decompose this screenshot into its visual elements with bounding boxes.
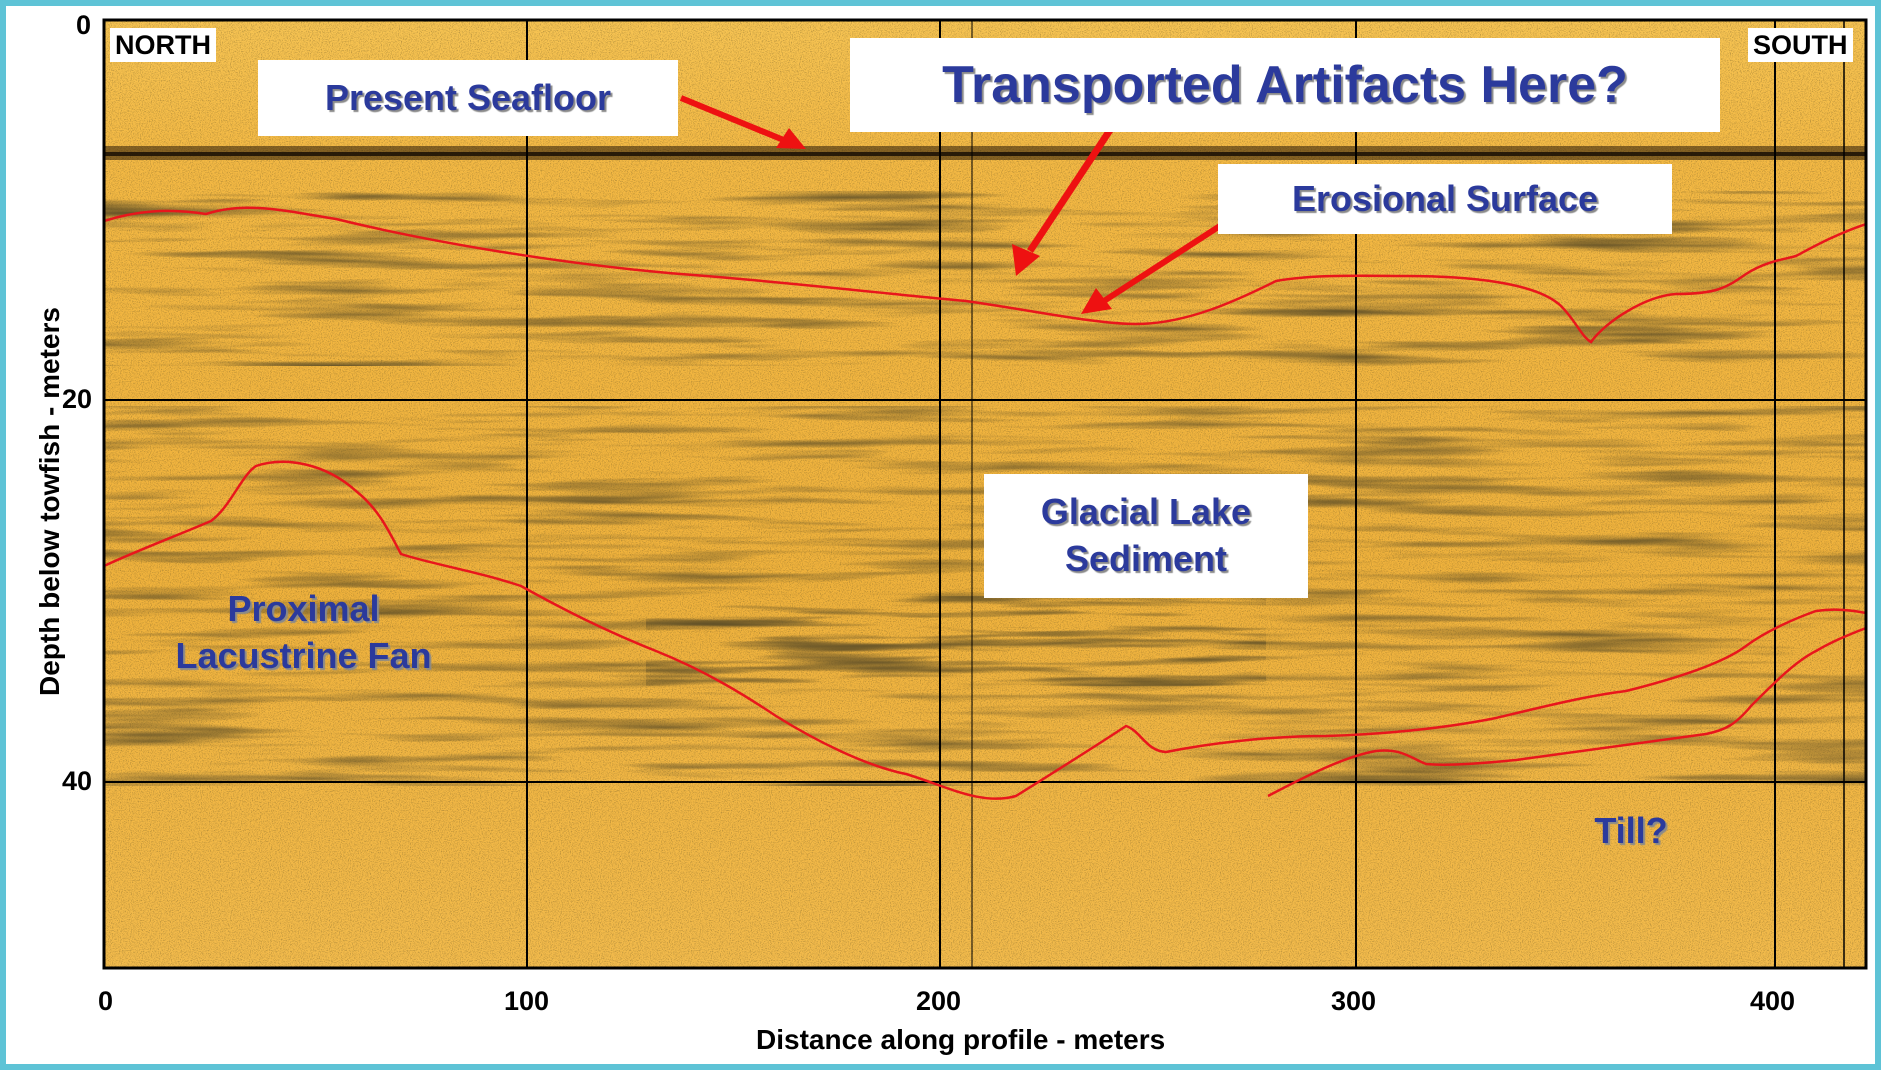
x-tick-0: 0	[98, 986, 114, 1016]
proximal-fan-label: Proximal Lacustrine Fan	[126, 586, 481, 680]
arrows	[679, 95, 1228, 314]
arrow-artifacts-head	[1012, 244, 1040, 276]
y-tick-0: 0	[76, 10, 92, 40]
arrow-seafloor-head	[776, 128, 806, 149]
figure-frame: NORTH SOUTH Present Seafloor Transported…	[6, 6, 1875, 1064]
x-tick-300: 300	[1331, 986, 1377, 1016]
proximal-line1: Proximal	[227, 588, 380, 629]
erosional-surface-label: Erosional Surface	[1218, 164, 1672, 234]
x-tick-100: 100	[504, 986, 550, 1016]
y-axis-title: Depth below towfish - meters	[34, 307, 65, 696]
plot-border	[102, 18, 1868, 970]
x-axis-title: Distance along profile - meters	[756, 1024, 1166, 1055]
arrow-artifacts	[1027, 122, 1117, 253]
north-label: NORTH	[110, 28, 216, 62]
horizons	[104, 206, 1866, 800]
till-top-horizon	[1267, 626, 1866, 798]
till-label: Till?	[1594, 810, 1668, 851]
seafloor-line	[104, 152, 1866, 156]
x-tick-400: 400	[1750, 986, 1796, 1016]
y-tick-20: 20	[62, 384, 93, 414]
arrow-erosional-head	[1081, 288, 1112, 314]
arrow-erosional	[1102, 219, 1228, 304]
x-tick-200: 200	[916, 986, 962, 1016]
glacial-lake-line2: Sediment	[1064, 538, 1228, 579]
glacial-lake-line1: Glacial Lake	[1040, 491, 1252, 533]
arrow-seafloor	[679, 95, 788, 144]
proximal-line2: Lacustrine Fan	[175, 634, 432, 676]
y-tick-40: 40	[62, 766, 93, 796]
glacial-lake-label: Glacial Lake Sediment	[984, 474, 1308, 598]
present-seafloor-label: Present Seafloor	[258, 60, 678, 136]
erosional-surface-horizon	[104, 206, 1866, 344]
grid	[104, 20, 1866, 968]
transported-artifacts-label: Transported Artifacts Here?	[850, 38, 1720, 132]
south-label: SOUTH	[1748, 28, 1853, 62]
fan-top-horizon	[104, 460, 1866, 800]
